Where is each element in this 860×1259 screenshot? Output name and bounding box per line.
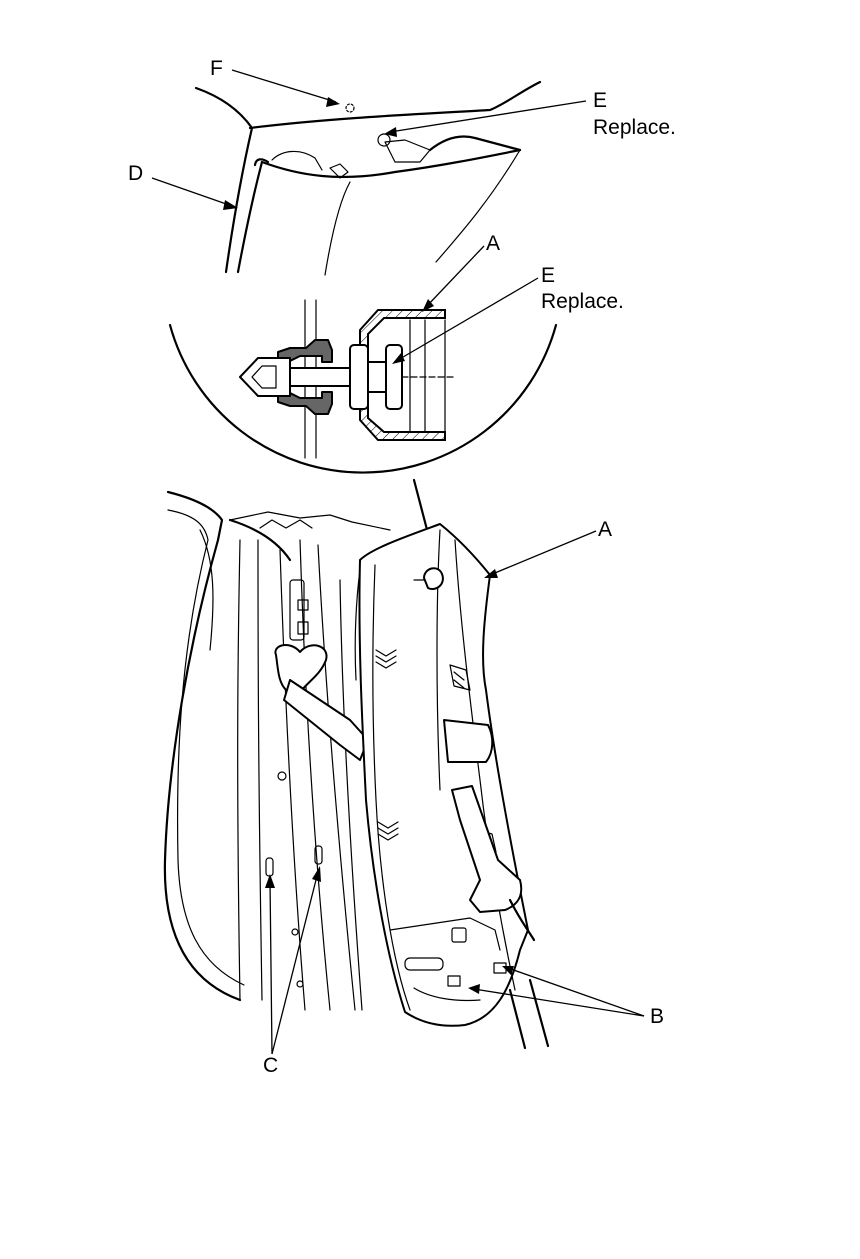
trim-panel-a	[358, 523, 550, 1050]
callout-e-detail-note: Replace.	[541, 290, 624, 313]
detail-magnified-view	[168, 299, 558, 474]
callout-e-top: E	[593, 89, 608, 112]
callout-f: F	[210, 57, 223, 80]
upper-pillar-view	[194, 80, 542, 276]
callout-a-detail: A	[486, 232, 501, 255]
callout-e-top-note: Replace.	[593, 116, 676, 139]
callout-c: C	[263, 1054, 279, 1077]
callout-b: B	[650, 1005, 665, 1028]
leader-lines	[151, 69, 645, 1055]
callout-a-main: A	[598, 518, 613, 541]
body-pillar-structure	[163, 490, 391, 1011]
callout-e-detail: E	[541, 264, 556, 287]
callout-d: D	[128, 162, 144, 185]
